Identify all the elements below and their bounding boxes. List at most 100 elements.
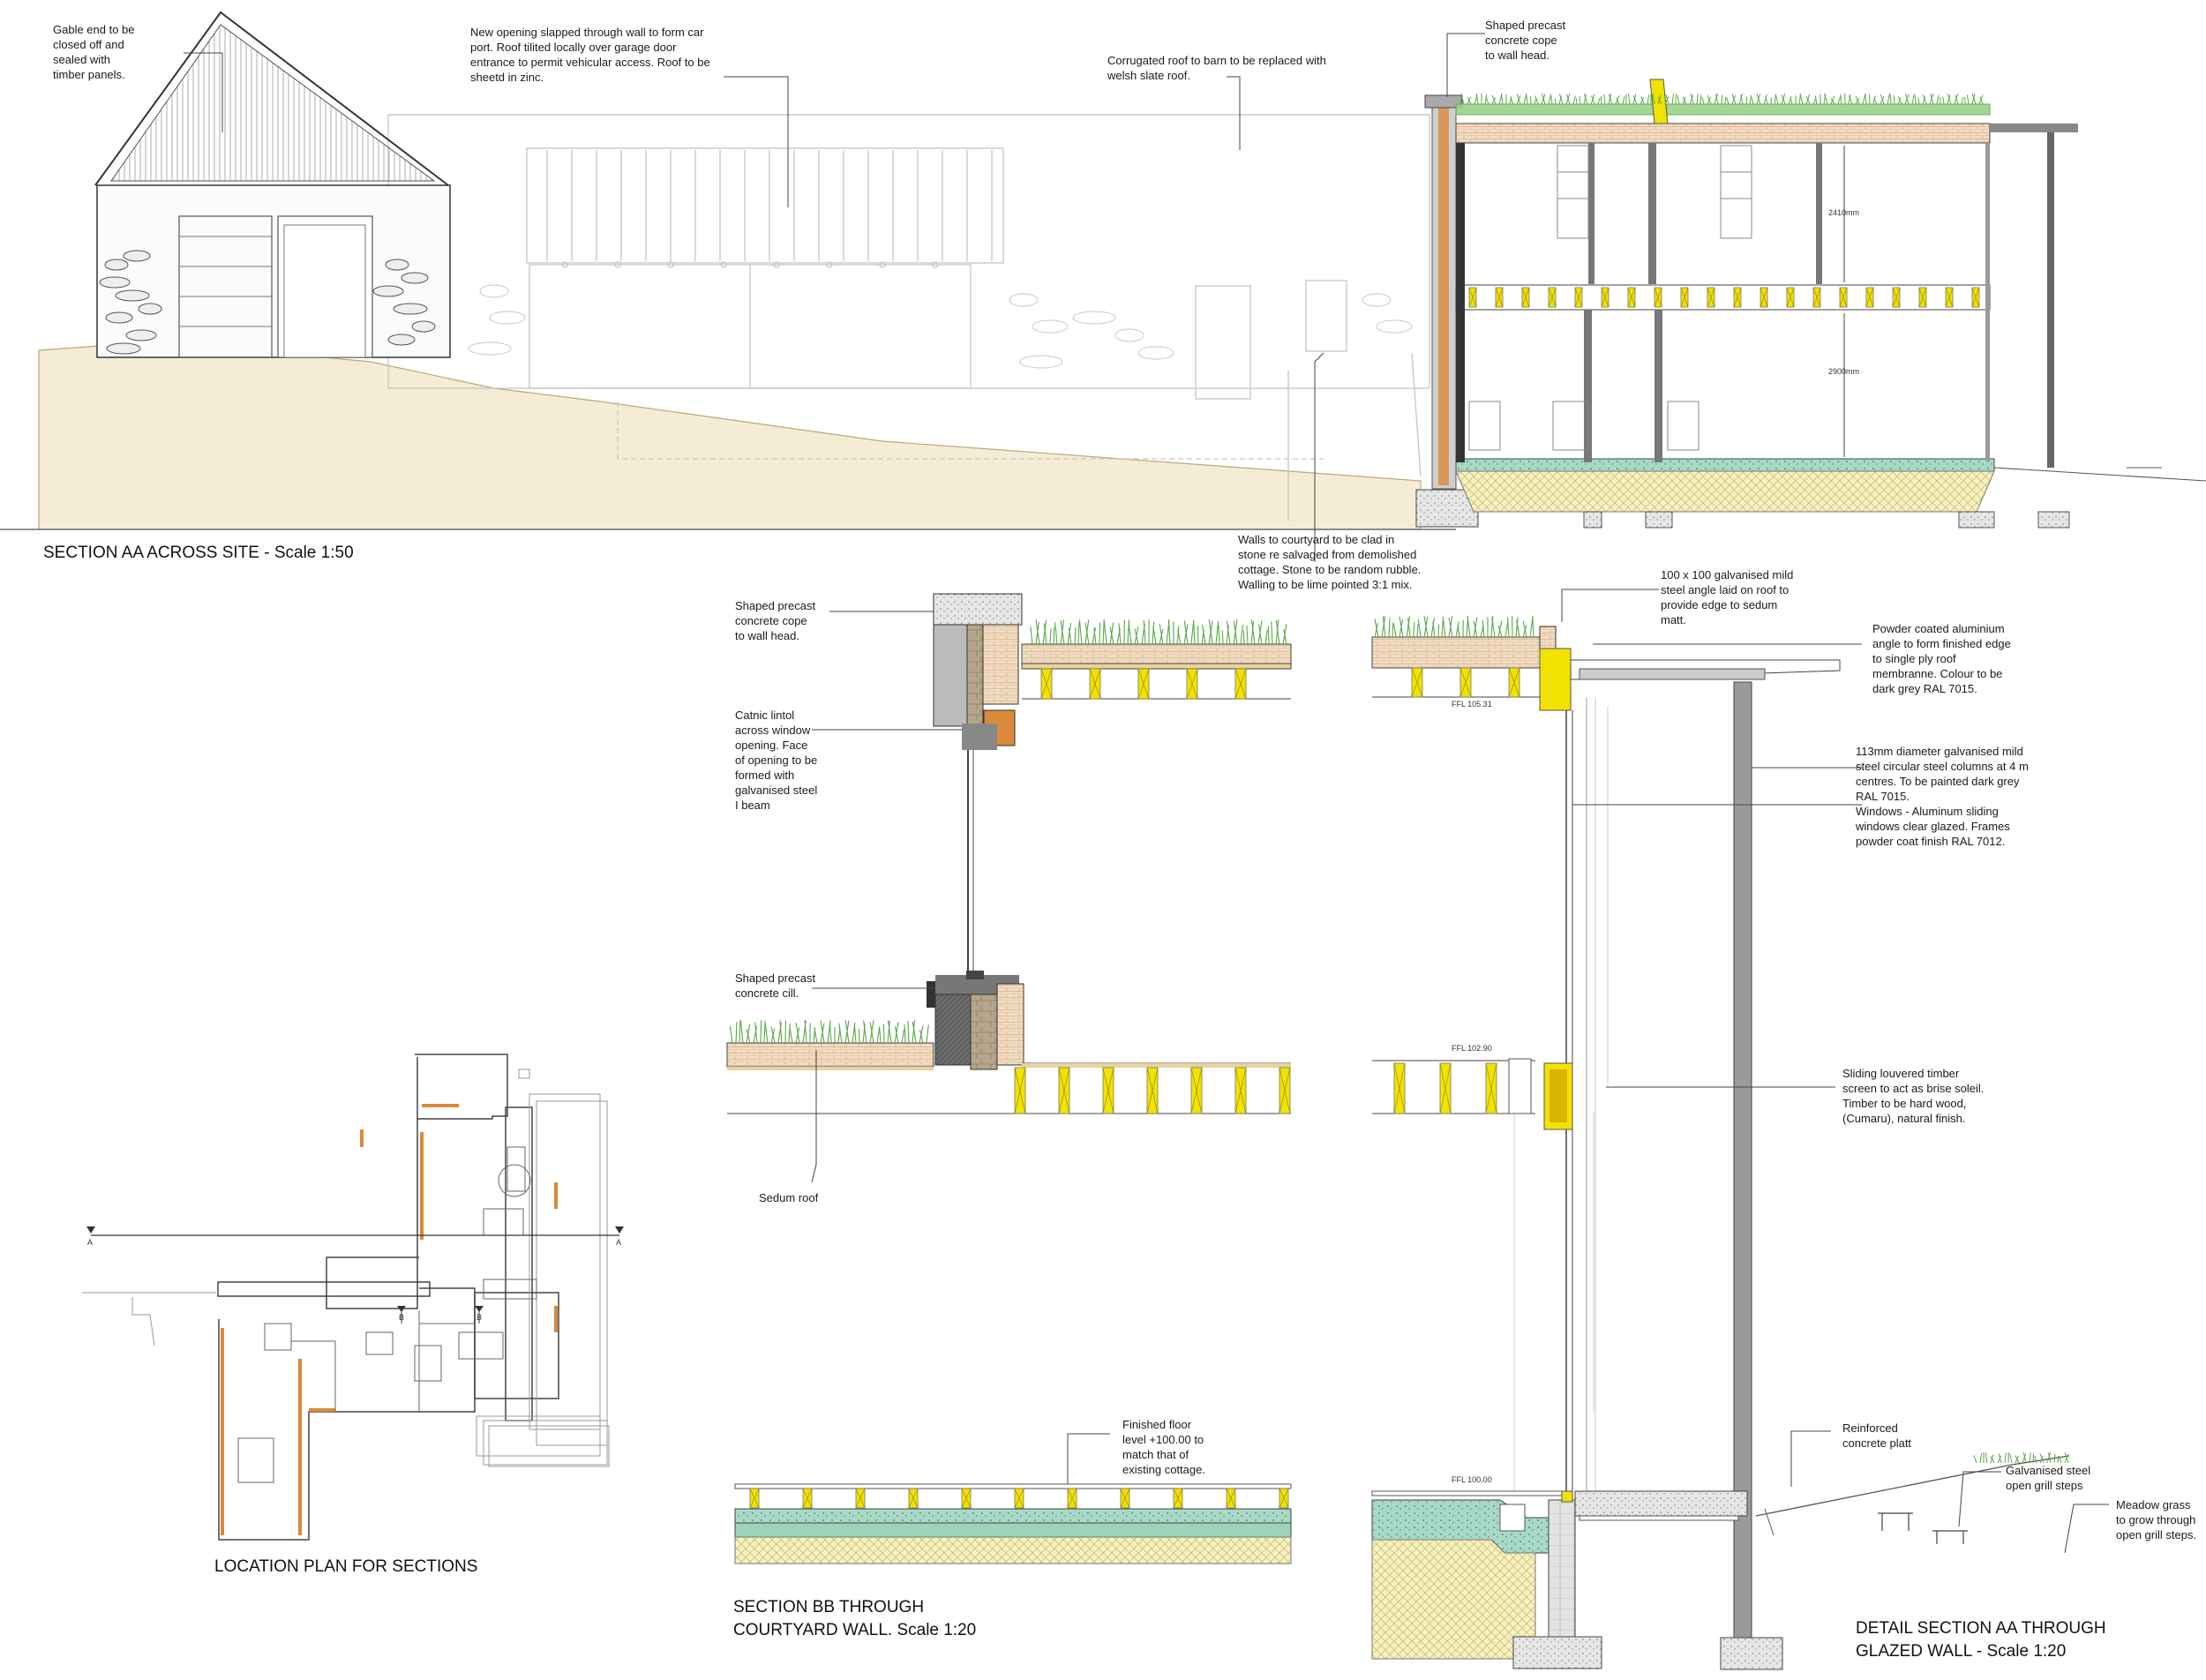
note-new-opening: New opening slapped through wall to form… — [470, 25, 710, 85]
bb-ground-joists — [750, 1489, 1288, 1508]
gable-stone — [412, 321, 435, 332]
sedum-blade — [1700, 95, 1701, 104]
sedum-blade — [761, 1020, 762, 1043]
ghost-barn-boards — [547, 150, 992, 267]
sedum-blade — [1697, 94, 1698, 104]
gable-stone — [106, 312, 132, 323]
sedum-blade — [739, 1020, 740, 1043]
note-cope-top: Shaped precast concrete cope to wall hea… — [1485, 18, 1565, 63]
sedum-blade — [1915, 95, 1916, 104]
sedum-blade — [1152, 622, 1154, 644]
ghost-stone — [1362, 294, 1391, 306]
gable-stone — [401, 273, 428, 283]
sedum-blade — [2035, 1456, 2037, 1463]
dim-lower: 2900mm — [1828, 367, 1859, 376]
ghost-stone — [1138, 347, 1174, 359]
gable-stone — [139, 304, 161, 314]
sedum-blade — [1999, 1453, 2001, 1463]
sedum-blade — [1751, 95, 1753, 104]
note-cope-bb: Shaped precast concrete cope to wall hea… — [735, 598, 815, 643]
sedum-blade — [765, 1024, 768, 1043]
sedum-blade — [1549, 94, 1551, 104]
sedum-blade — [1243, 630, 1244, 644]
gable-stone — [124, 251, 150, 261]
sedum-blade — [1887, 94, 1890, 104]
sedum-blade — [1442, 619, 1443, 637]
sedum-blade — [1265, 630, 1267, 644]
ghost-stone — [490, 311, 525, 324]
sedum-blade — [1974, 1455, 1977, 1463]
note-platt: Reinforced concrete platt — [1842, 1421, 1911, 1451]
location-plan — [82, 1054, 624, 1540]
sedum-blade — [883, 1024, 884, 1043]
bb-floor-joists — [1015, 1068, 1290, 1114]
location-plan-title: LOCATION PLAN FOR SECTIONS — [214, 1556, 477, 1579]
d-roof-joists — [1412, 668, 1519, 697]
sedum-blade — [1392, 622, 1393, 637]
bb-grass-top — [1031, 619, 1287, 644]
sedum-blade — [1079, 619, 1082, 644]
sedum-blade — [2005, 1452, 2006, 1463]
note-finished-floor: Finished floor level +100.00 to match th… — [1122, 1417, 1205, 1477]
sedum-blade — [1598, 98, 1600, 104]
sedum-blade — [852, 1023, 855, 1043]
note-cill: Shaped precast concrete cill. — [735, 971, 815, 1001]
sedum-blade — [1775, 94, 1778, 104]
sedum-blade — [1894, 95, 1895, 104]
bb-roof-joists — [1041, 669, 1246, 699]
d-floor-joists — [1394, 1063, 1497, 1114]
sedum-blade — [789, 1024, 790, 1043]
sedum-blade — [1962, 97, 1963, 104]
note-gable: Gable end to be closed off and sealed wi… — [53, 22, 135, 82]
sedum-blade — [1268, 626, 1269, 644]
sedum-blade — [1576, 98, 1577, 104]
sedum-blade — [740, 1021, 743, 1043]
ghost-stone — [1377, 320, 1412, 333]
bb-grass-mid — [730, 1020, 928, 1043]
section-aa-title: SECTION AA ACROSS SITE - Scale 1:50 — [43, 542, 354, 565]
plan-marker-b-right: B — [476, 1313, 482, 1322]
gable-stone — [116, 290, 149, 301]
sedum-blade — [1677, 95, 1679, 104]
sedum-blade — [1050, 628, 1051, 644]
sedum-blade — [1918, 98, 1919, 104]
sedum-blade — [1666, 94, 1669, 104]
aa-grass — [1460, 94, 1983, 104]
note-columns: 113mm diameter galvanised mild steel cir… — [1856, 744, 2029, 849]
sedum-blade — [1389, 619, 1390, 637]
sedum-blade — [904, 1024, 905, 1043]
sedum-blade — [1985, 1452, 1987, 1463]
ghost-stone — [1115, 329, 1144, 341]
gable-stone — [394, 304, 427, 314]
sedum-blade — [1943, 97, 1944, 104]
sedum-blade — [1153, 626, 1156, 644]
sedum-blade — [927, 1024, 928, 1043]
sedum-blade — [1702, 97, 1704, 104]
sedum-blade — [1417, 624, 1418, 637]
gable-stone — [107, 343, 140, 354]
sedum-blade — [1647, 94, 1649, 104]
sedum-blade — [1725, 97, 1726, 104]
sedum-blade — [1222, 631, 1223, 644]
sedum-blade — [1579, 96, 1580, 104]
ffl-ground: FFL 100.00 — [1452, 1475, 1492, 1484]
sedum-blade — [1031, 626, 1032, 644]
sedum-blade — [1551, 96, 1552, 104]
sedum-blade — [730, 1026, 732, 1043]
note-steps: Galvanised steel open grill steps — [2006, 1463, 2090, 1493]
sedum-blade — [1766, 96, 1767, 104]
sedum-blade — [1530, 96, 1531, 104]
note-aluminium-angle: Powder coated aluminium angle to form fi… — [1872, 621, 2011, 696]
sedum-blade — [790, 1028, 792, 1043]
sedum-blade — [1103, 620, 1104, 644]
sedum-blade — [1194, 621, 1195, 644]
note-meadow: Meadow grass to grow through open grill … — [2116, 1497, 2196, 1542]
sedum-blade — [1623, 96, 1624, 104]
sedum-blade — [902, 1030, 904, 1043]
ghost-stone — [480, 285, 508, 297]
sedum-blade — [1443, 617, 1445, 637]
sedum-blade — [1555, 98, 1556, 104]
ghost-stone — [1020, 356, 1062, 368]
section-aa-house — [1416, 79, 2206, 528]
